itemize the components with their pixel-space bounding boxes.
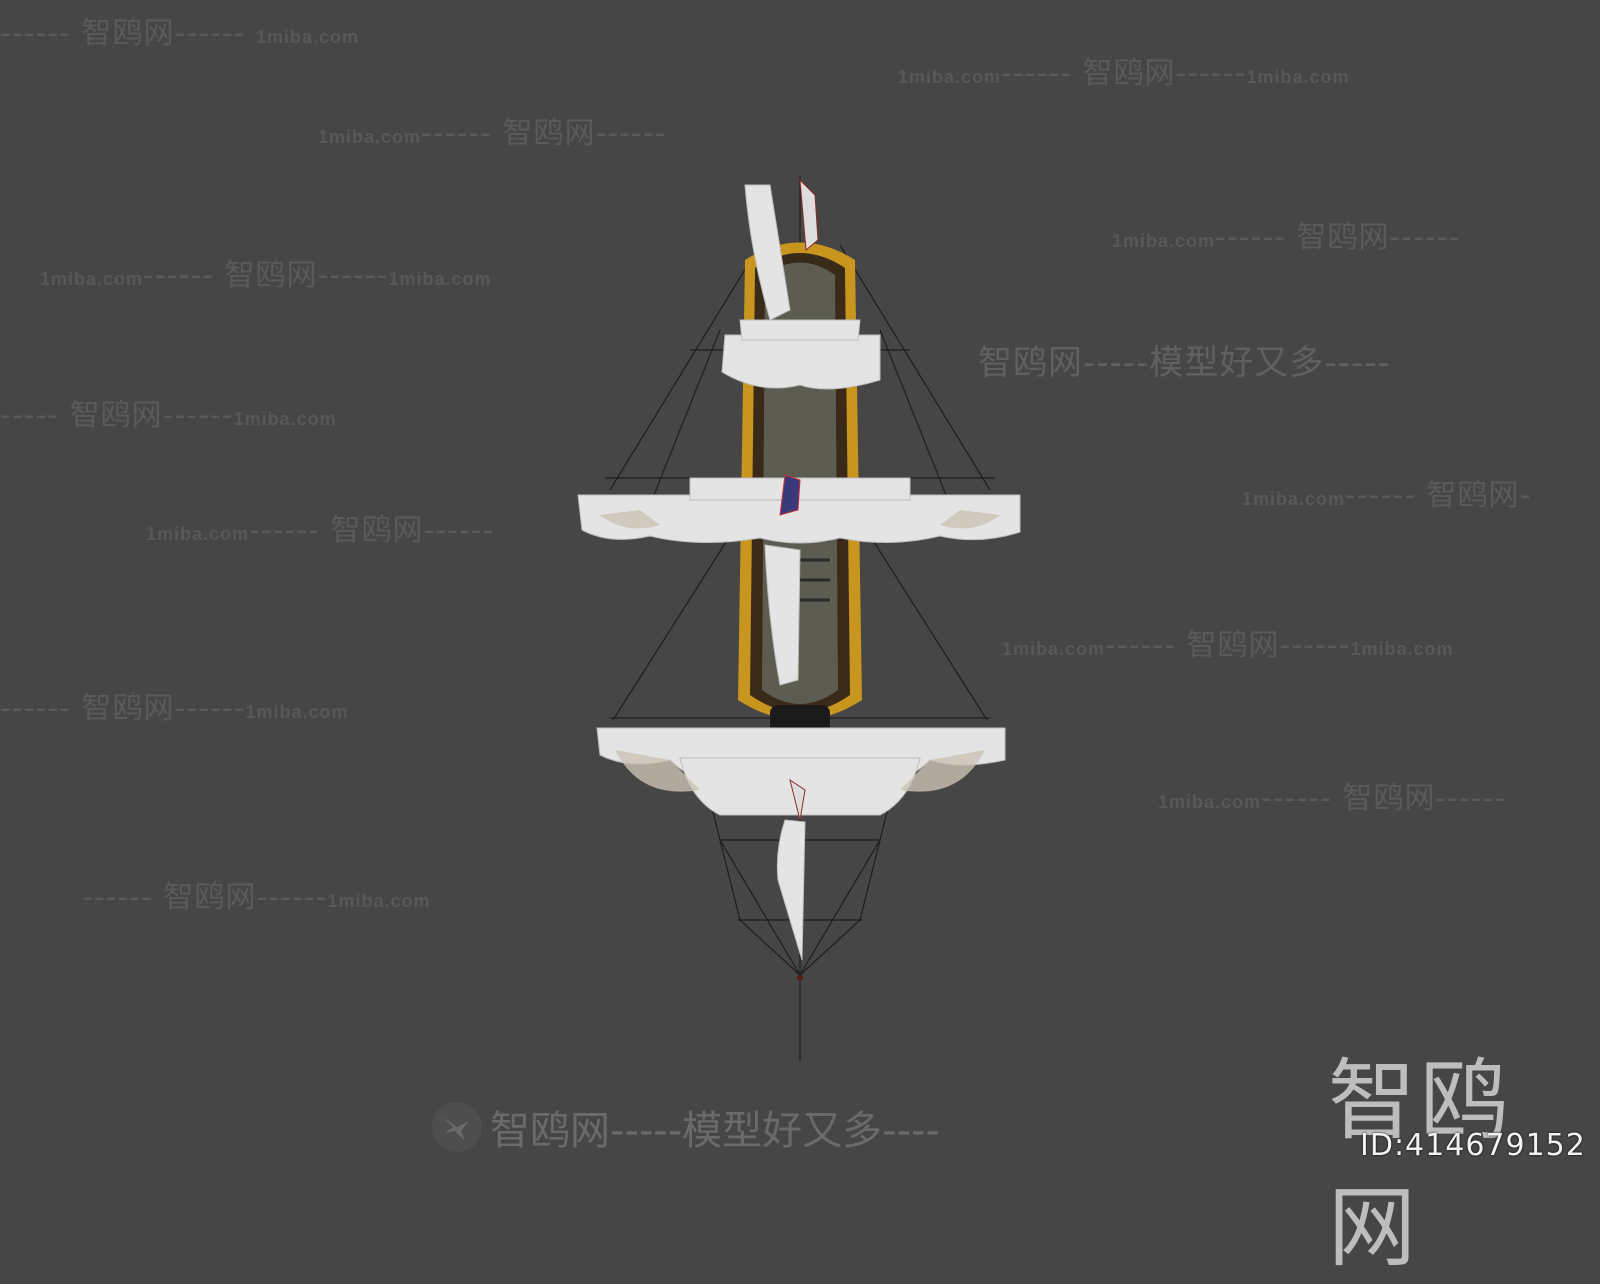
sail-shadows xyxy=(600,510,1000,792)
flags xyxy=(779,178,819,821)
watermark-text: 1miba.com------ 智鸥网------ xyxy=(146,513,495,548)
watermark-text: ------ 智鸥网------1miba.com xyxy=(0,691,349,726)
watermark-text: ----- 智鸥网------1miba.com xyxy=(0,398,337,433)
watermark-text: 1miba.com------ 智鸥网- xyxy=(1242,478,1532,513)
watermark-text: 1miba.com------ 智鸥网------1miba.com xyxy=(898,56,1350,91)
watermark-text: ------ 智鸥网------ 1miba.com xyxy=(0,16,360,51)
watermark-text: 1miba.com------ 智鸥网------1miba.com xyxy=(1002,628,1454,663)
slogan-text: 智鸥网-----模型好又多---- xyxy=(490,1108,940,1154)
watermark-text: 1miba.com------ 智鸥网------ xyxy=(318,116,667,151)
slogan-watermark: 智鸥网-----模型好又多---- xyxy=(432,1098,940,1156)
watermark-text: 1miba.com------ 智鸥网------ xyxy=(1158,781,1507,816)
ship-model-render xyxy=(577,175,1021,1060)
model-id-label: ID:414679152 xyxy=(1360,1128,1586,1163)
seagull-logo-icon xyxy=(432,1102,482,1152)
watermark-text: 智鸥网-----模型好又多----- xyxy=(978,343,1391,383)
bowsprit-tip xyxy=(797,975,803,981)
watermark-text: ------ 智鸥网------1miba.com xyxy=(82,880,431,915)
watermark-text: 1miba.com------ 智鸥网------1miba.com xyxy=(40,258,492,293)
watermark-text: 1miba.com------ 智鸥网------ xyxy=(1112,220,1461,255)
